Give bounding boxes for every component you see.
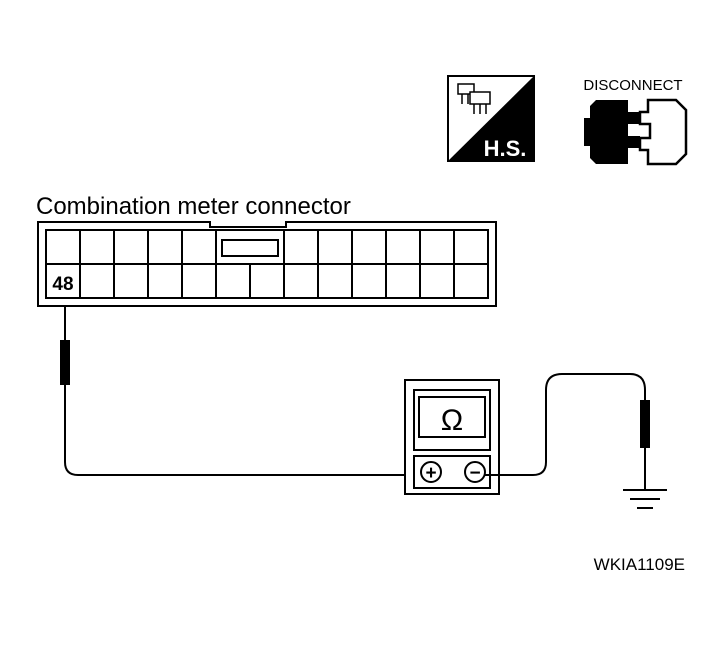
positive-terminal [420,461,442,483]
negative-symbol: − [469,463,480,484]
right-test-probe-icon [640,400,650,490]
disconnect-label: DISCONNECT [583,77,682,94]
ohm-symbol: Ω [441,404,463,437]
connector-title: Combination meter connector [36,193,351,220]
pin-48-label: 48 [52,274,73,295]
ground-icon [623,489,667,509]
harness-side-icon: H.S. [447,75,535,162]
disconnect-connector-icon [584,98,688,166]
positive-symbol: + [425,463,436,484]
negative-lead-wire [485,373,646,476]
ohmmeter-icon [404,379,500,495]
negative-terminal [464,461,486,483]
positive-lead-wire [64,385,418,476]
combination-meter-connector [37,221,497,307]
left-test-probe-icon [60,306,70,385]
figure-id: WKIA1109E [594,555,685,574]
hs-label: H.S. [484,136,527,161]
